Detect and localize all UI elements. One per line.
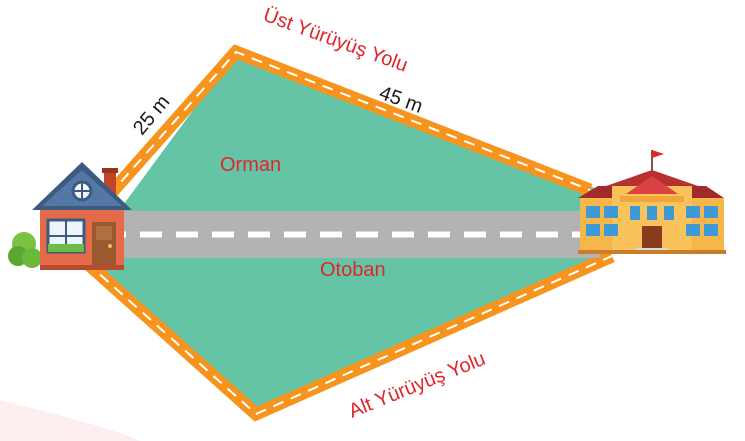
forest-label: Orman — [220, 154, 281, 176]
walking-path-border — [81, 44, 615, 422]
school-icon — [578, 150, 726, 254]
house-icon — [8, 162, 132, 270]
background-swoosh — [0, 400, 140, 441]
highway-road — [100, 211, 600, 258]
highway-label: Otoban — [320, 259, 386, 281]
